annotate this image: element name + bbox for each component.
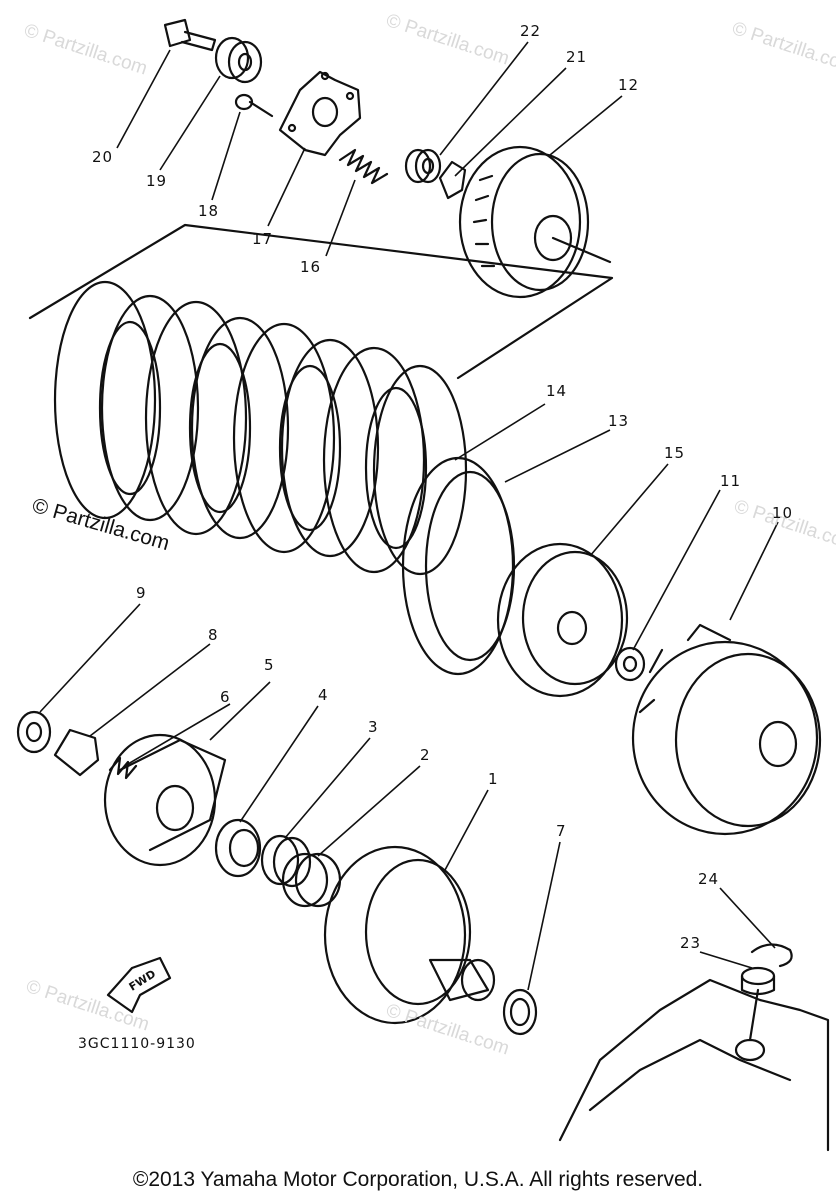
part-24-circlip bbox=[750, 943, 793, 968]
part-label-21: 21 bbox=[566, 48, 588, 66]
part-18-screw bbox=[234, 93, 274, 118]
part-label-9: 9 bbox=[136, 584, 147, 602]
part-label-13: 13 bbox=[608, 412, 630, 430]
crankcase-outline bbox=[558, 978, 830, 1152]
part-7-washer bbox=[502, 988, 538, 1036]
part-label-23: 23 bbox=[680, 934, 702, 952]
part-16-spring bbox=[338, 148, 389, 185]
part-label-18: 18 bbox=[198, 202, 220, 220]
part-label-15: 15 bbox=[664, 444, 686, 462]
part-label-2: 2 bbox=[420, 746, 431, 764]
part-label-16: 16 bbox=[300, 258, 322, 276]
part-label-11: 11 bbox=[720, 472, 742, 490]
part-label-20: 20 bbox=[92, 148, 114, 166]
plate-stack-bracket bbox=[28, 223, 614, 380]
part-19-bearing bbox=[214, 36, 263, 84]
part-label-7: 7 bbox=[556, 822, 567, 840]
part-label-6: 6 bbox=[220, 688, 231, 706]
part-label-12: 12 bbox=[618, 76, 640, 94]
fwd-arrow bbox=[106, 956, 172, 1014]
part-9-washer bbox=[16, 710, 52, 754]
part-label-19: 19 bbox=[146, 172, 168, 190]
part-label-3: 3 bbox=[368, 718, 379, 736]
diagram-code: 3GC1110-9130 bbox=[78, 1036, 196, 1052]
part-13-friction-plate bbox=[401, 456, 516, 676]
part-label-10: 10 bbox=[772, 504, 794, 522]
part-label-17: 17 bbox=[252, 230, 274, 248]
part-label-8: 8 bbox=[208, 626, 219, 644]
part-1-primary-drive bbox=[323, 845, 496, 1025]
part-label-24: 24 bbox=[698, 870, 720, 888]
part-label-5: 5 bbox=[264, 656, 275, 674]
part-5-shoe-assembly bbox=[103, 733, 227, 867]
part-21-lockwasher bbox=[438, 160, 467, 200]
part-4-washer bbox=[214, 818, 262, 878]
part-22-nut bbox=[404, 148, 442, 184]
copyright-footer: ©2013 Yamaha Motor Corporation, U.S.A. A… bbox=[132, 1168, 704, 1191]
part-20-bolt bbox=[163, 18, 217, 52]
part-3-hub bbox=[260, 834, 312, 888]
part-17-plate bbox=[278, 70, 362, 157]
part-label-1: 1 bbox=[488, 770, 499, 788]
part-8-plate bbox=[53, 728, 100, 777]
clutch-plate-stack bbox=[53, 280, 468, 576]
part-11-washer bbox=[614, 646, 646, 682]
part-10-clutch-housing bbox=[631, 623, 822, 836]
part-label-22: 22 bbox=[520, 22, 542, 40]
part-12-primary-gear bbox=[458, 145, 612, 299]
part-15-pressure-plate bbox=[496, 542, 629, 698]
part-label-14: 14 bbox=[546, 382, 568, 400]
part-label-4: 4 bbox=[318, 686, 329, 704]
